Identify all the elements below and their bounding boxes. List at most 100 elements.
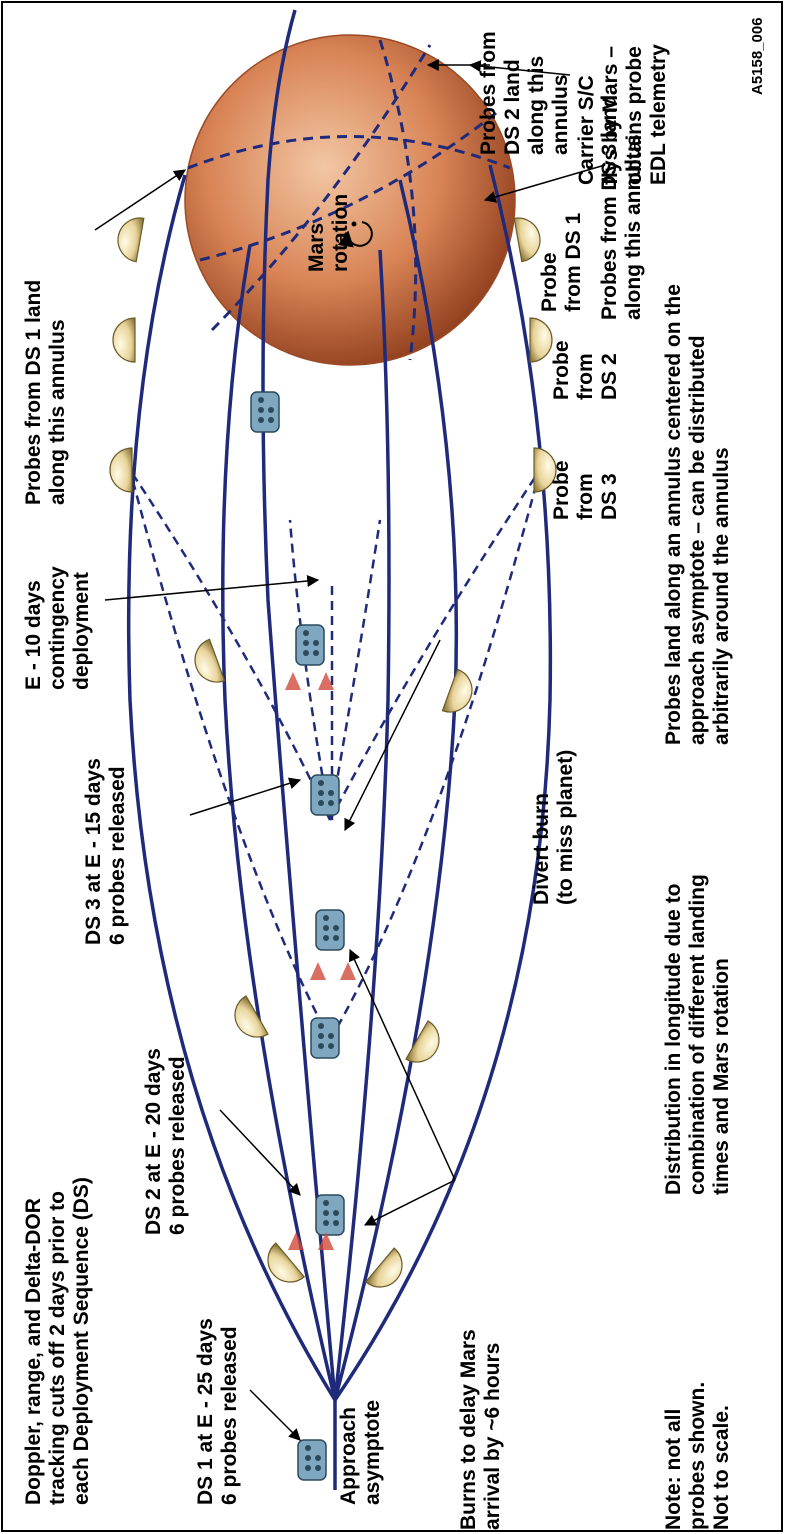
distribution-label: Distribution in longitude due tocombinat… — [662, 874, 733, 1195]
label-line: times and Mars rotation — [710, 958, 733, 1195]
label-line: E - 10 days — [22, 580, 45, 690]
label-line: EDL telemetry — [647, 44, 670, 185]
probe-aeroshell — [109, 447, 133, 493]
probe-aeroshell — [267, 1242, 305, 1283]
spacecraft-icon — [295, 624, 325, 666]
label-line: Note: not all — [662, 1409, 685, 1530]
label-line: rotation — [329, 194, 352, 272]
label-line: from DS 1 — [562, 212, 585, 312]
label-line: along this annulus — [46, 319, 69, 505]
spacecraft-group — [250, 391, 345, 1481]
burn-plumes — [285, 672, 356, 1250]
probe-aeroshell — [513, 217, 541, 263]
tracking-note-label: Doppler, range, and Delta-DORtracking cu… — [22, 1177, 93, 1505]
delay-burns-label: Burns to delay Marsarrival by ~6 hours — [457, 1329, 504, 1530]
probe-aeroshell — [441, 668, 473, 713]
probe-aeroshell — [533, 447, 557, 493]
label-line: tracking cuts off 2 days prior to — [46, 1191, 69, 1505]
spacecraft-icon — [310, 774, 340, 816]
label-line: Distribution in longitude due to — [662, 884, 685, 1195]
label-line: Probes from DS 3 land — [598, 95, 621, 320]
label-line: DS 2 land — [501, 59, 524, 155]
label-line: along this annulus — [622, 134, 645, 320]
label-line: DS 3 at E - 15 days — [82, 758, 105, 945]
label-line: Divert burn — [530, 793, 553, 905]
figure-id-label: A5158_006 — [749, 17, 766, 95]
mars-rotation-label: Marsrotation — [305, 194, 352, 272]
label-line: Burns to delay Mars — [457, 1329, 480, 1530]
label-line: flys by Mars – — [599, 46, 622, 185]
label-line: combination of different landing — [686, 874, 709, 1195]
label-line: 6 probes released — [218, 1326, 241, 1505]
label-line: 6 probes released — [166, 1056, 189, 1235]
divert-burn-label: Divert burn(to miss planet) — [530, 750, 577, 905]
probe-ds3-label: ProbefromDS 3 — [550, 460, 621, 520]
label-line: Not to scale. — [710, 1405, 733, 1530]
label-line: Probe — [538, 252, 561, 312]
probe-aeroshell — [529, 317, 553, 363]
carrier-flyby-label: Carrier S/Cflys by Mars –obtains probeED… — [575, 44, 670, 185]
label-line: Probe — [550, 340, 573, 400]
e10-contingency-label: E - 10 dayscontingencydeployment — [22, 566, 93, 690]
label-line: Carrier S/C — [575, 75, 598, 185]
label-line: Mars — [305, 223, 328, 272]
label-line: DS 2 at E - 20 days — [142, 1048, 165, 1235]
label-line: arrival by ~6 hours — [481, 1343, 504, 1530]
label-line: from — [574, 473, 597, 520]
spacecraft-icon — [315, 909, 345, 951]
labels-layer: Doppler, range, and Delta-DORtracking cu… — [22, 17, 766, 1530]
label-line: contingency — [46, 566, 69, 690]
label-line: arbitrarily around the annulus — [710, 447, 733, 745]
probe-aeroshell — [365, 1247, 403, 1288]
probes-ds1-land-label: Probes from DS 1 landalong this annulus — [22, 280, 69, 505]
mars-planet — [184, 34, 516, 366]
label-line: DS 2 — [598, 353, 621, 400]
label-line: DS 3 — [598, 473, 621, 520]
annulus-lines — [187, 39, 511, 361]
leader-arrows — [94, 59, 606, 1441]
label-line: from — [574, 353, 597, 400]
probe-ds2-label: ProbefromDS 2 — [550, 340, 621, 400]
rotation-icon — [337, 221, 373, 248]
spacecraft-icon — [310, 1017, 340, 1059]
label-line: Probes from DS 1 land — [22, 280, 45, 505]
probe-aeroshell — [112, 317, 136, 363]
label-line: DS 1 at E - 25 days — [194, 1318, 217, 1505]
label-line: Doppler, range, and Delta-DOR — [22, 1198, 45, 1505]
note-label: Note: not allprobes shown.Not to scale. — [662, 1382, 733, 1530]
spacecraft-icon — [297, 1439, 327, 1481]
probe-aeroshell — [117, 217, 145, 263]
label-line: asymptote — [361, 1400, 384, 1505]
probes-ds2-land-label: Probes fromDS 2 landalong thisannulus — [477, 31, 572, 155]
dashed-trajectories — [128, 469, 542, 1041]
approach-asymptote-label: Approachasymptote — [337, 1400, 384, 1505]
label-line: approach asymptote – can be distributed — [686, 335, 709, 745]
label-line: annulus — [549, 74, 572, 155]
label-line: obtains probe — [623, 46, 646, 185]
label-line: Probes land along an annulus centered on… — [662, 284, 685, 745]
label-line: probes shown. — [686, 1382, 709, 1530]
probes-ds3-land-label: Probes from DS 3 landalong this annulus — [598, 95, 645, 320]
label-line: Probe — [550, 460, 573, 520]
ds1-label: DS 1 at E - 25 days6 probes released — [194, 1318, 241, 1505]
probe-aeroshell — [234, 995, 269, 1038]
label-line: A5158_006 — [749, 17, 766, 95]
label-line: deployment — [70, 572, 93, 690]
spacecraft-icon — [315, 1194, 345, 1236]
probe-aeroshell — [405, 1020, 440, 1063]
label-line: Probes from — [477, 31, 500, 155]
spacecraft-icon — [250, 391, 280, 433]
ds2-label: DS 2 at E - 20 days6 probes released — [142, 1048, 189, 1235]
probes — [109, 217, 557, 1288]
label-line: Approach — [337, 1407, 360, 1505]
label-line: each Deployment Sequence (DS) — [70, 1177, 93, 1505]
label-line: 6 probes released — [106, 766, 129, 945]
probe-ds1-label: Probefrom DS 1 — [538, 212, 585, 312]
probe-aeroshell — [194, 638, 226, 683]
ds3-label: DS 3 at E - 15 days6 probes released — [82, 758, 129, 945]
label-line: along this — [525, 56, 548, 155]
trajectories — [126, 9, 553, 1490]
label-line: (to miss planet) — [554, 750, 577, 905]
annulus-landing-label: Probes land along an annulus centered on… — [662, 284, 733, 745]
